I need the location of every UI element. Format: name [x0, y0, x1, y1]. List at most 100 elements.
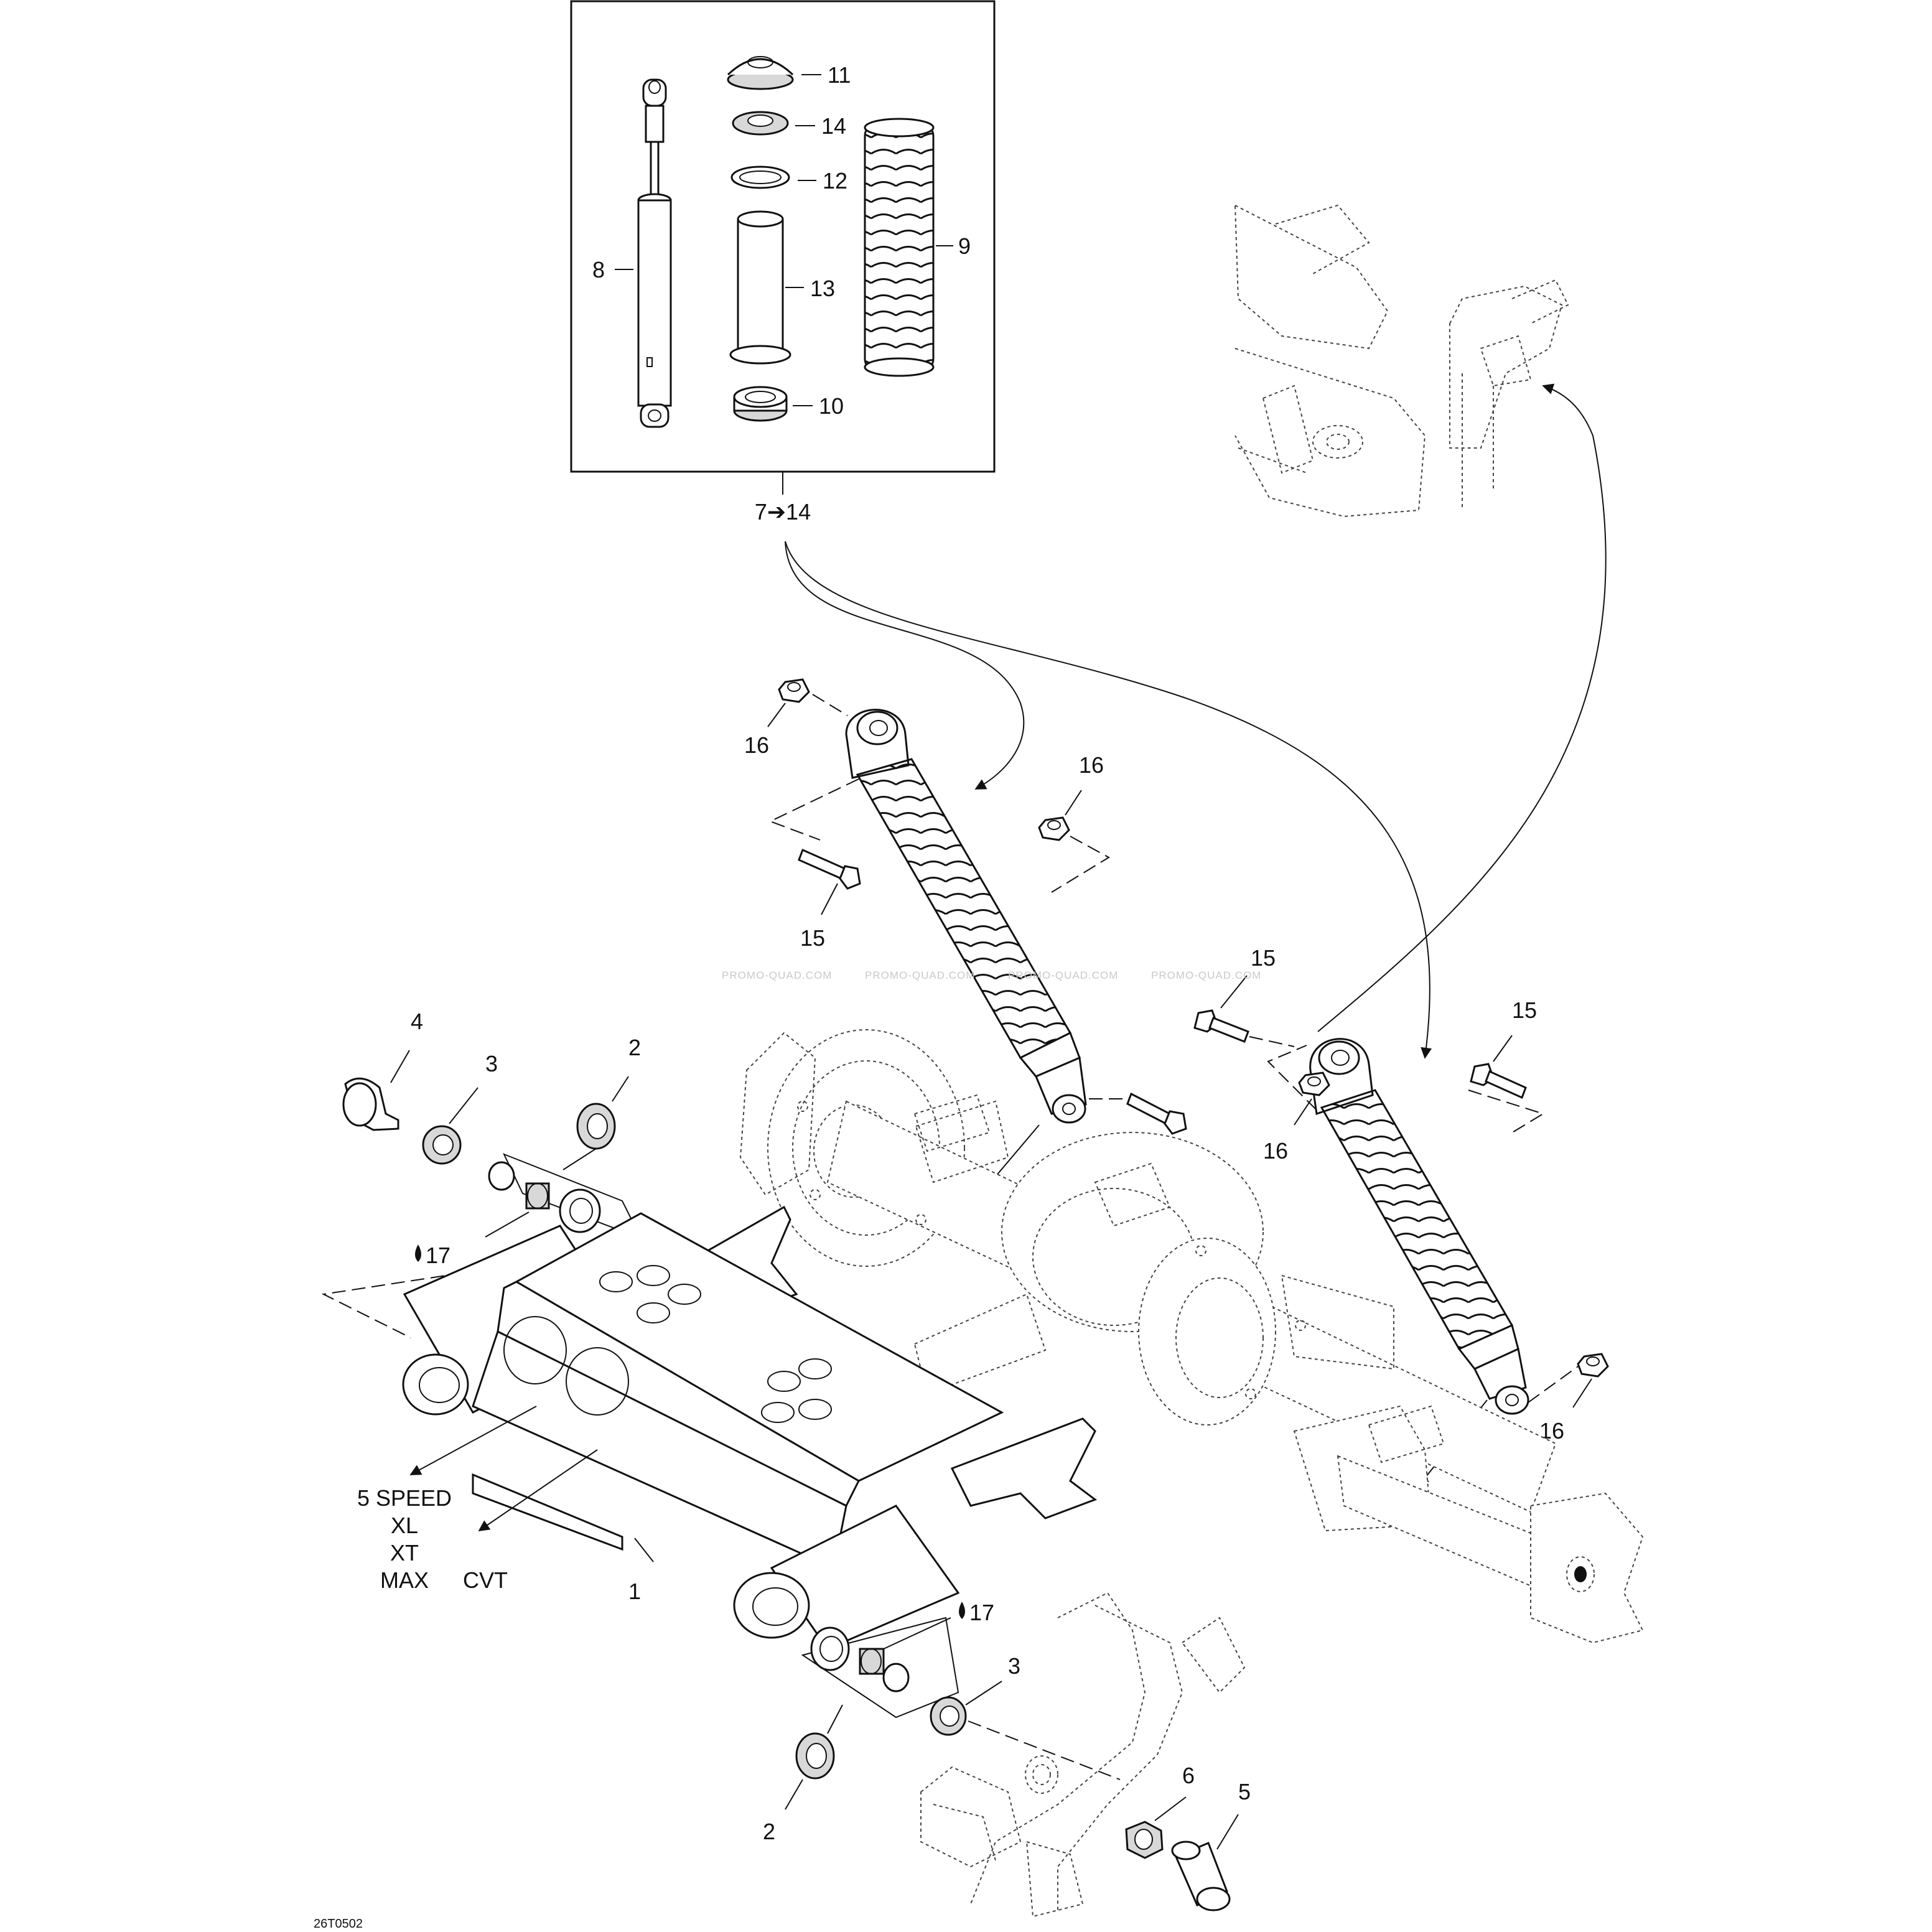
diagram-code: 26T0502	[314, 1917, 363, 1931]
callout-2b: 2	[763, 1819, 775, 1844]
variant-5-speed: 5 SPEED	[357, 1485, 452, 1511]
watermark-4: PROMO-QUAD.COM	[1151, 969, 1261, 981]
nut-16-top-left	[778, 678, 810, 703]
bolt-15-left-upper	[798, 848, 861, 890]
watermark-1: PROMO-QUAD.COM	[722, 969, 832, 981]
leader-15c	[1220, 975, 1248, 1009]
frame-mount-detail	[1234, 204, 1569, 518]
bolt-15-right-lower	[1470, 1063, 1527, 1099]
leader-16b	[1065, 790, 1082, 816]
pivot-cap-4	[342, 1077, 399, 1131]
rear-axle-assembly	[739, 1029, 1644, 1644]
bearing-2-left	[576, 1103, 616, 1150]
leader-2b	[785, 1779, 803, 1810]
nut-16-right-middle	[1298, 1071, 1330, 1096]
spacer-right	[882, 1663, 910, 1692]
watermark-3: PROMO-QUAD.COM	[1008, 969, 1118, 981]
leader-3a	[449, 1087, 478, 1124]
variant-xt: XT	[390, 1540, 419, 1566]
watermark-2: PROMO-QUAD.COM	[865, 969, 975, 981]
pivot-bolt-5	[1171, 1841, 1231, 1911]
callout-15c: 15	[1251, 945, 1276, 971]
inset-to-shock2-curve	[785, 541, 1432, 1059]
leader-15d	[1493, 1035, 1513, 1062]
bolt-15-right-upper	[1193, 1009, 1249, 1043]
adjuster-nut-part	[733, 386, 788, 422]
callout-3b: 3	[1008, 1653, 1020, 1679]
callout-17a: 17	[426, 1243, 450, 1268]
leader-16d	[1572, 1378, 1592, 1408]
dash-15a	[768, 778, 859, 841]
right-pivot-guide	[968, 1720, 1121, 1780]
shock-absorber-part	[637, 78, 672, 428]
needle-bearing-left	[525, 1182, 550, 1210]
rear-shock-right	[1309, 1038, 1529, 1415]
callout-16a: 16	[744, 732, 769, 758]
leader-3b	[965, 1681, 1002, 1706]
dash-16c	[1267, 1045, 1317, 1111]
callout-16c: 16	[1263, 1138, 1288, 1164]
callout-16b: 16	[1079, 752, 1104, 778]
seal-3-left	[422, 1125, 462, 1165]
leader-4	[390, 1050, 410, 1083]
dash-16a	[812, 694, 848, 716]
leader-16c	[1294, 1098, 1312, 1126]
dash-16b	[1051, 836, 1110, 893]
variant-arrow-right	[478, 1449, 598, 1532]
callout-5: 5	[1238, 1779, 1251, 1804]
shock-detail-inset: 11 14 12 13 10 9 8	[570, 0, 996, 473]
callout-1: 1	[628, 1579, 641, 1604]
dash-16d	[1528, 1366, 1579, 1403]
leader-17a	[485, 1211, 530, 1238]
callout-4: 4	[411, 1009, 423, 1034]
leader-2b-set	[827, 1704, 843, 1734]
spring-seat-upper-part	[727, 56, 794, 90]
retainer-clip-part	[732, 111, 789, 136]
callout-9: 9	[958, 233, 971, 259]
rear-shock-left	[845, 709, 1087, 1124]
bearing-2-right	[795, 1732, 835, 1780]
leader-2a	[612, 1076, 629, 1102]
callout-3a: 3	[485, 1051, 498, 1076]
seal-3-right	[930, 1696, 967, 1736]
callout-12: 12	[823, 168, 847, 194]
nut-16-right-upper	[1038, 816, 1070, 841]
leader-17b	[883, 1617, 951, 1650]
inset-reference-label: 7➔14	[755, 499, 811, 525]
bushing-right	[810, 1626, 850, 1671]
inset-to-shock1-curve	[785, 541, 1025, 790]
oil-drop-icon	[415, 1244, 421, 1262]
leader-1	[634, 1538, 654, 1562]
dash-15c	[1249, 1036, 1295, 1047]
leader-16a	[767, 702, 786, 727]
leader-6	[1154, 1796, 1187, 1821]
oil-drop-icon	[959, 1602, 965, 1619]
callout-15d: 15	[1512, 997, 1537, 1023]
nut-16-right-lower	[1577, 1353, 1609, 1378]
callout-10: 10	[819, 393, 844, 419]
leader-5	[1216, 1814, 1239, 1850]
callout-13: 13	[810, 276, 835, 301]
swing-arm	[402, 1205, 1098, 1650]
dash-15d	[1468, 1090, 1545, 1136]
callout-2a: 2	[628, 1035, 641, 1060]
variant-cvt: CVT	[463, 1567, 508, 1593]
variant-xl: XL	[391, 1513, 418, 1538]
callout-6: 6	[1182, 1763, 1195, 1788]
coil-spring-part	[864, 118, 935, 377]
shock-to-frame-curve	[1317, 383, 1607, 1032]
washer-part	[730, 166, 790, 189]
variant-max: MAX	[380, 1567, 429, 1593]
callout-8: 8	[592, 257, 605, 282]
bump-sleeve-part	[729, 210, 791, 365]
jam-nut-6	[1125, 1821, 1164, 1859]
variant-list-left: 5 SPEED XL XT MAX	[357, 1485, 452, 1593]
leader-15a	[821, 883, 838, 915]
callout-17b: 17	[969, 1600, 994, 1625]
bushing-left	[559, 1188, 601, 1233]
leader-2a-set	[562, 1148, 597, 1170]
right-bearing-set-outline	[801, 1617, 959, 1719]
bolt-15-left-lower	[1126, 1092, 1187, 1135]
callout-14: 14	[821, 113, 846, 139]
